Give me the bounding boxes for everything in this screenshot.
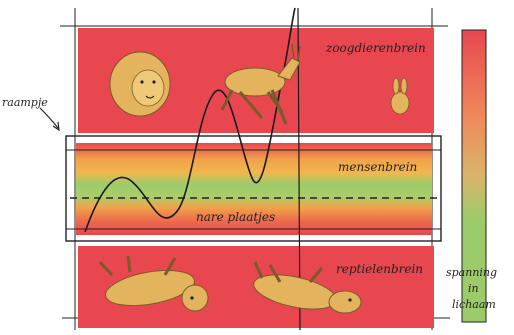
label-zoogdieren: zoogdierenbrein (325, 41, 426, 55)
label-nare: nare plaatjes (196, 210, 275, 224)
label-spanning-2: in (468, 282, 479, 295)
label-mensen: mensenbrein (338, 160, 417, 174)
lion-icon (110, 52, 170, 116)
raampje-arrow (40, 108, 58, 128)
label-spanning-3: lichaam (452, 298, 496, 311)
label-raampje: raampje (2, 96, 48, 109)
label-reptielen: reptielenbrein (336, 262, 423, 276)
label-spanning-1: spanning (446, 266, 497, 279)
